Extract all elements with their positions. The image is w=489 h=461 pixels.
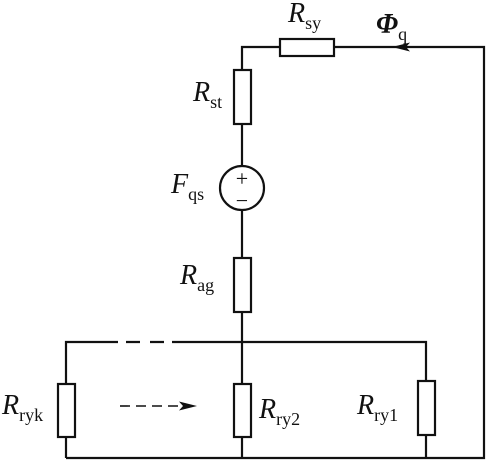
label-r-ry2: Rry2	[258, 394, 300, 429]
label-r-ry1: Rry1	[356, 390, 398, 425]
resistor-r-ry1	[416, 379, 437, 437]
resistor-r-ry2	[232, 382, 253, 439]
source-minus-sign: −	[236, 188, 248, 213]
mmf-source-icon	[218, 164, 266, 212]
resistor-r-ryk	[56, 382, 77, 439]
resistor-r-st	[232, 68, 253, 126]
branch-top-wire-left	[64, 340, 118, 384]
label-r-ryk: Rryk	[1, 390, 43, 425]
resistor-r-ag	[232, 256, 253, 314]
branch-top-wire-right	[172, 340, 428, 381]
label-f-qs: Fqs	[170, 169, 204, 204]
label-phi-q: Φq	[376, 9, 407, 44]
source-plus-sign: +	[236, 166, 248, 191]
label-r-sy: Rsy	[287, 0, 321, 33]
top-wire	[240, 45, 280, 70]
label-r-st: Rst	[192, 77, 222, 112]
flux-arrow-icon	[392, 42, 410, 52]
resistor-r-sy	[278, 37, 336, 58]
dashed-flow-arrow-icon	[179, 401, 197, 411]
top-right-wire	[66, 45, 486, 460]
label-r-ag: Rag	[179, 260, 214, 295]
